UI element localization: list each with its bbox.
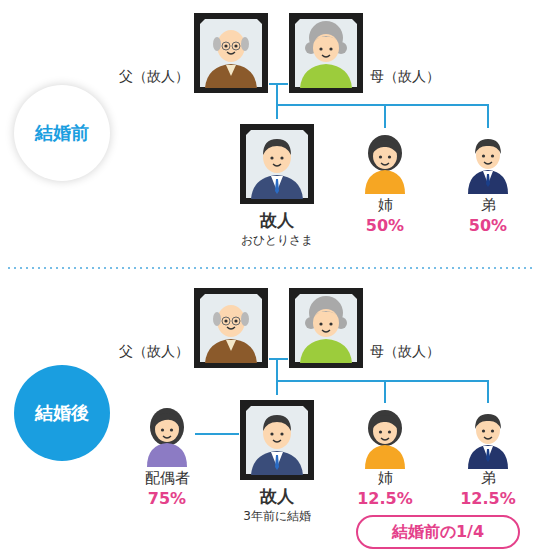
node-label: 父（故人） — [105, 343, 189, 360]
heir-brother: 弟12.5% — [460, 403, 516, 469]
node-sublabel: 50% — [343, 216, 427, 235]
portrait-frame — [193, 283, 269, 369]
section-badge: 結婚後 — [14, 365, 110, 461]
node-label: 父（故人） — [105, 68, 189, 85]
node-label: 弟 — [446, 469, 530, 487]
parent-portrait: 父（故人） — [193, 8, 269, 94]
node-sublabel: 12.5% — [446, 489, 530, 508]
node-sublabel: 50% — [446, 216, 530, 235]
portrait-frame — [288, 8, 364, 94]
person-icon — [139, 401, 195, 467]
node-label: 故人 — [215, 486, 339, 506]
portrait-frame — [239, 119, 315, 205]
node-label: 母（故人） — [370, 68, 454, 85]
node-label: 結婚前 — [35, 122, 89, 144]
node-sublabel: 12.5% — [343, 489, 427, 508]
node-label: 姉 — [343, 469, 427, 487]
portrait-frame — [288, 283, 364, 369]
deceased-portrait: 故人おひとりさま — [239, 119, 315, 205]
heir-sister: 姉12.5% — [357, 403, 413, 469]
node-label: 弟 — [446, 196, 530, 214]
node-label: 母（故人） — [370, 343, 454, 360]
person-icon — [357, 403, 413, 469]
person-icon — [460, 403, 516, 469]
section-badge: 結婚前 — [14, 85, 110, 181]
person-icon — [460, 128, 516, 194]
portrait-frame — [239, 395, 315, 481]
family-line — [269, 84, 277, 119]
node-label: 配偶者 — [125, 469, 209, 487]
heir-brother: 弟50% — [460, 128, 516, 194]
family-line — [195, 433, 239, 435]
node-label: 故人 — [215, 210, 339, 230]
node-label: 結婚前の1/4 — [392, 522, 484, 541]
comparison-note: 結婚前の1/4 — [356, 515, 520, 549]
dotted-divider — [8, 267, 532, 269]
node-label: 結婚後 — [35, 402, 89, 424]
parent-portrait: 母（故人） — [288, 8, 364, 94]
heir-sister: 姉50% — [357, 128, 413, 194]
node-sublabel: 3年前に結婚 — [215, 509, 339, 523]
person-icon — [357, 128, 413, 194]
family-line — [277, 84, 288, 119]
heir-spouse: 配偶者75% — [139, 401, 195, 467]
node-label: 姉 — [343, 196, 427, 214]
parent-portrait: 父（故人） — [193, 283, 269, 369]
deceased-portrait: 故人3年前に結婚 — [239, 395, 315, 481]
parent-portrait: 母（故人） — [288, 283, 364, 369]
portrait-frame — [193, 8, 269, 94]
node-sublabel: おひとりさま — [215, 233, 339, 247]
family-line — [269, 359, 277, 395]
node-sublabel: 75% — [125, 489, 209, 508]
family-line — [277, 359, 288, 395]
